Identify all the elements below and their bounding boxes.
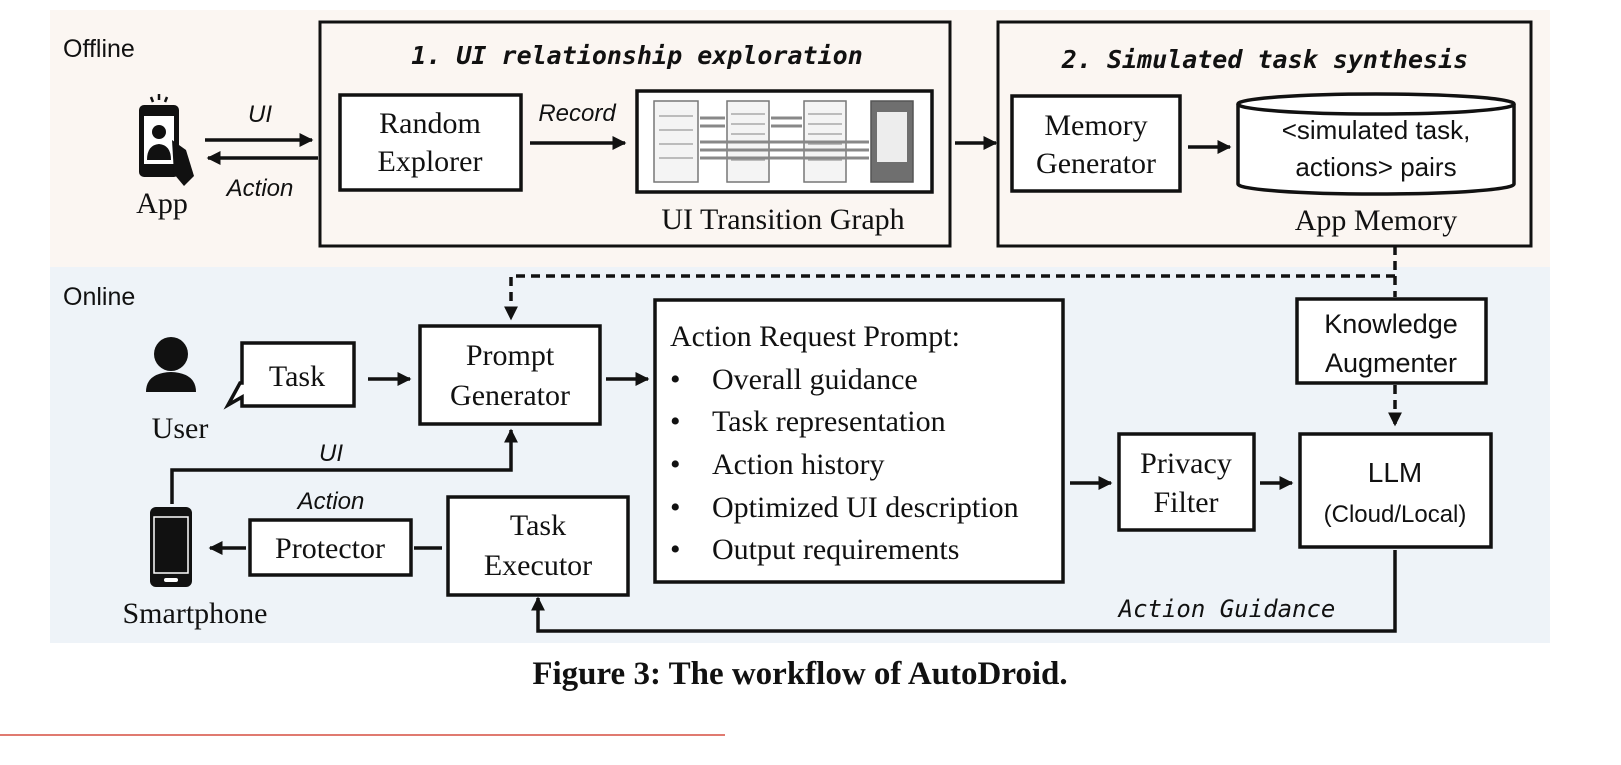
arrow-phone-ui-to-prompt [170,428,518,504]
memory-store-line2: actions> pairs [1295,152,1456,182]
prompt-bullet-item: Output requirements [712,533,959,566]
prompt-generator-line1: Prompt [466,339,555,372]
prompt-bullet-item: Task representation [712,405,946,438]
task-bubble [223,341,356,410]
prompt-bullet-item: Optimized UI description [712,491,1019,524]
privacy-filter-line2: Filter [1154,486,1219,519]
user-icon [146,337,196,392]
privacy-filter-line1: Privacy [1140,447,1232,480]
memory-generator-box [1010,94,1182,193]
prompt-box-title: Action Request Prompt: [670,320,960,353]
stage2-title: 2. Simulated task synthesis [1061,45,1468,74]
prompt-generator-box [418,324,602,426]
edge-label-record: Record [538,100,616,127]
svg-text:•: • [670,448,681,481]
random-explorer-line2: Explorer [378,145,483,178]
random-explorer-box [338,93,523,192]
stage1-title: 1. UI relationship exploration [411,41,863,70]
memory-generator-line1: Memory [1044,109,1147,142]
dashed-memory-link [504,246,1397,321]
random-explorer-line1: Random [379,107,481,140]
task-executor-line1: Task [510,509,566,542]
edge-label-ui-online: UI [319,440,343,467]
stage1-panel [318,20,952,248]
svg-text:•: • [670,405,681,438]
ui-transition-graph-label: UI Transition Graph [661,203,904,236]
action-request-prompt-box [653,298,1065,584]
smartphone-icon [150,507,192,587]
app-memory-database [1236,92,1516,196]
llm-label: LLM [1368,457,1422,488]
protector-box [248,518,413,577]
svg-text:•: • [670,491,681,524]
figure-caption: Figure 3: The workflow of AutoDroid. [532,656,1067,692]
action-guidance-label: Action Guidance [1117,595,1336,623]
app-label: App [136,187,188,220]
memory-store-line1: <simulated task, [1282,115,1471,145]
svg-text:•: • [670,363,681,396]
privacy-filter-box [1117,432,1256,532]
prompt-bullet-item: Action history [712,448,885,481]
knowledge-augmenter-line2: Augmenter [1325,348,1457,378]
knowledge-augmenter-box [1295,297,1488,385]
smartphone-label: Smartphone [123,597,268,630]
task-executor-box [446,495,630,597]
task-executor-line2: Executor [484,549,592,582]
app-phone-icon [139,94,194,186]
user-label: User [152,412,209,445]
edge-label-action-online: Action [296,488,365,515]
offline-label: Offline [63,35,135,63]
memory-generator-line2: Generator [1036,147,1156,180]
knowledge-augmenter-line1: Knowledge [1324,309,1458,339]
prompt-generator-line2: Generator [450,379,570,412]
svg-text:•: • [670,533,681,566]
task-label: Task [269,360,325,393]
arrow-action-guidance [531,550,1397,633]
prompt-bullet-item: Overall guidance [712,363,918,396]
llm-box [1298,432,1493,549]
llm-sublabel: (Cloud/Local) [1324,501,1467,528]
ui-screenshot-thumbnails [635,89,934,194]
edge-label-ui-offline: UI [248,101,272,128]
protector-label: Protector [275,532,385,565]
edge-label-action-offline: Action [225,175,294,202]
stage2-panel [996,20,1533,248]
online-label: Online [63,283,135,311]
app-memory-label: App Memory [1295,204,1457,237]
prompt-bullets: • Overall guidance • Task representation… [670,363,1019,566]
